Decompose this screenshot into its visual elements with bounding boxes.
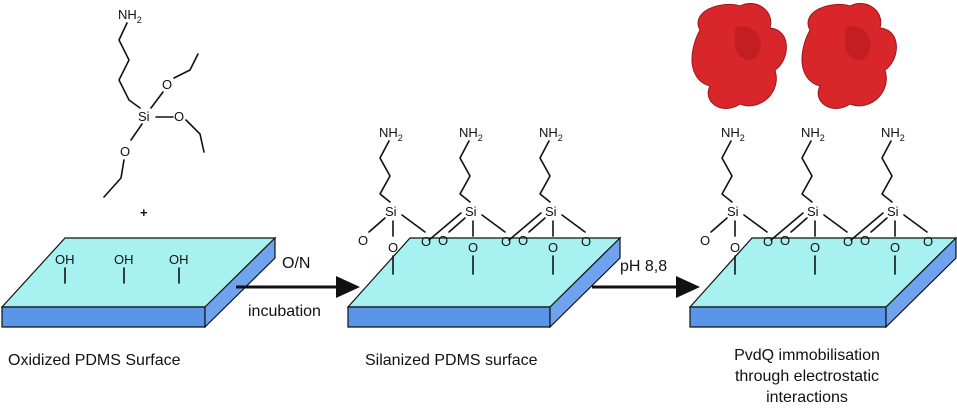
step2-top-label: pH 8,8 (620, 258, 667, 275)
hydroxyl-group: OH (55, 252, 75, 267)
silanized-surface-caption: Silanized PDMS surface (365, 352, 538, 369)
aptes-amine-label: NH2 (118, 7, 142, 25)
amine-group-label: NH2 (539, 125, 563, 143)
step1-bottom-label: incubation (248, 303, 321, 320)
slab-side-face (549, 236, 621, 329)
silicon-label: Si (727, 204, 739, 219)
silicon-label: Si (807, 204, 819, 219)
oxygen-label: O (780, 233, 790, 248)
slab-side-face (885, 236, 957, 329)
plus-sign: + (140, 205, 148, 220)
slab-front-face (347, 306, 551, 328)
reaction-arrow-2 (592, 276, 700, 298)
silicon-label: Si (545, 204, 557, 219)
silicon-label: Si (385, 204, 397, 219)
oxygen-label: O (700, 233, 710, 248)
slab-front-face (689, 306, 887, 328)
hydroxyl-group: OH (169, 252, 189, 267)
oxygen-label: O (581, 234, 591, 249)
oxygen-label: O (468, 240, 478, 255)
oxygen-label: O (843, 234, 853, 249)
immobilisation-caption-line1: PvdQ immobilisation (734, 347, 880, 364)
step1-top-label: O/N (282, 255, 310, 272)
oxygen-label: O (358, 233, 368, 248)
oxygen-label: O (763, 234, 773, 249)
amine-group-label: NH2 (459, 125, 483, 143)
aptes-silicon-label: Si (138, 109, 150, 124)
oxygen-label: O (388, 240, 398, 255)
pvdq-protein (691, 3, 787, 109)
immobilisation-caption-line2: through electrostatic (735, 368, 879, 385)
surface-hydroxyl-groups: OH OH OH (55, 252, 189, 284)
silicon-label: Si (887, 204, 899, 219)
oxygen-label: O (421, 234, 431, 249)
oxygen-label: O (890, 240, 900, 255)
amine-group-label: NH2 (379, 125, 403, 143)
hydroxyl-group: OH (114, 252, 134, 267)
oxygen-label: O (501, 234, 511, 249)
aptes-oxygen-upper: O (162, 77, 172, 92)
oxygen-label: O (518, 233, 528, 248)
oxygen-label: O (438, 233, 448, 248)
aptes-molecule: NH2 Si O O O (103, 7, 205, 198)
slab-front-face (1, 306, 206, 328)
aptes-oxygen-lower: O (120, 144, 130, 159)
aptes-oxygen-right: O (174, 109, 184, 124)
oxidized-surface-caption: Oxidized PDMS Surface (8, 352, 181, 369)
silicon-label: Si (465, 204, 477, 219)
oxygen-label: O (860, 233, 870, 248)
immobilisation-caption-line3: interactions (766, 389, 848, 406)
oxygen-label: O (730, 240, 740, 255)
amine-group-label: NH2 (881, 125, 905, 143)
oxygen-label: O (810, 240, 820, 255)
oxidized-pdms-slab (0, 236, 277, 329)
slab-side-face (204, 236, 276, 329)
immobilised-pdms-slab (688, 236, 957, 329)
pvdq-protein (801, 3, 897, 109)
oxygen-label: O (923, 234, 933, 249)
amine-group-label: NH2 (721, 125, 745, 143)
silanized-pdms-slab (346, 236, 622, 329)
amine-group-label: NH2 (801, 125, 825, 143)
reaction-arrow-1 (236, 276, 360, 298)
oxygen-label: O (548, 240, 558, 255)
